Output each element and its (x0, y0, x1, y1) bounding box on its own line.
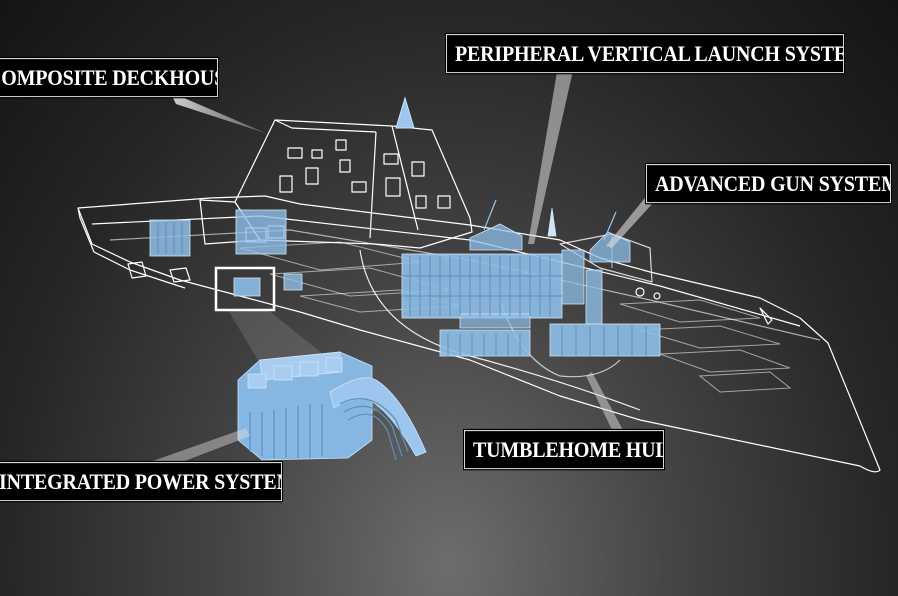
label-tumblehome-hull: TUMBLEHOME HULL (463, 428, 665, 471)
label-advanced-gun-system: ADVANCED GUN SYSTEM (645, 162, 892, 205)
leader-lines (150, 66, 652, 472)
deckhouse-wireframe (199, 119, 473, 249)
label-integrated-power-system: INTEGRATED POWER SYSTEM (0, 460, 283, 503)
leader-tumblehome-hull (586, 372, 624, 434)
leader-peripheral-vls-tick (483, 199, 497, 231)
leader-peripheral-vls-tick-2 (603, 211, 617, 241)
power-system-enlarged-model (237, 351, 427, 461)
label-peripheral-vertical-launch-system: PERIPHERAL VERTICAL LAUNCH SYSTEM (445, 32, 845, 75)
label-composite-deckhouse: COMPOSITE DECKHOUSE (0, 56, 219, 99)
leader-advanced-gun-system (606, 194, 652, 248)
mast-antenna (395, 96, 415, 129)
leader-peripheral-vls (528, 66, 574, 244)
power-system-highlight-box (214, 266, 276, 312)
internal-components (149, 207, 661, 357)
vls-cell-grid (157, 222, 647, 356)
leader-composite-deckhouse (170, 92, 268, 134)
leader-integrated-power-system (150, 428, 250, 472)
